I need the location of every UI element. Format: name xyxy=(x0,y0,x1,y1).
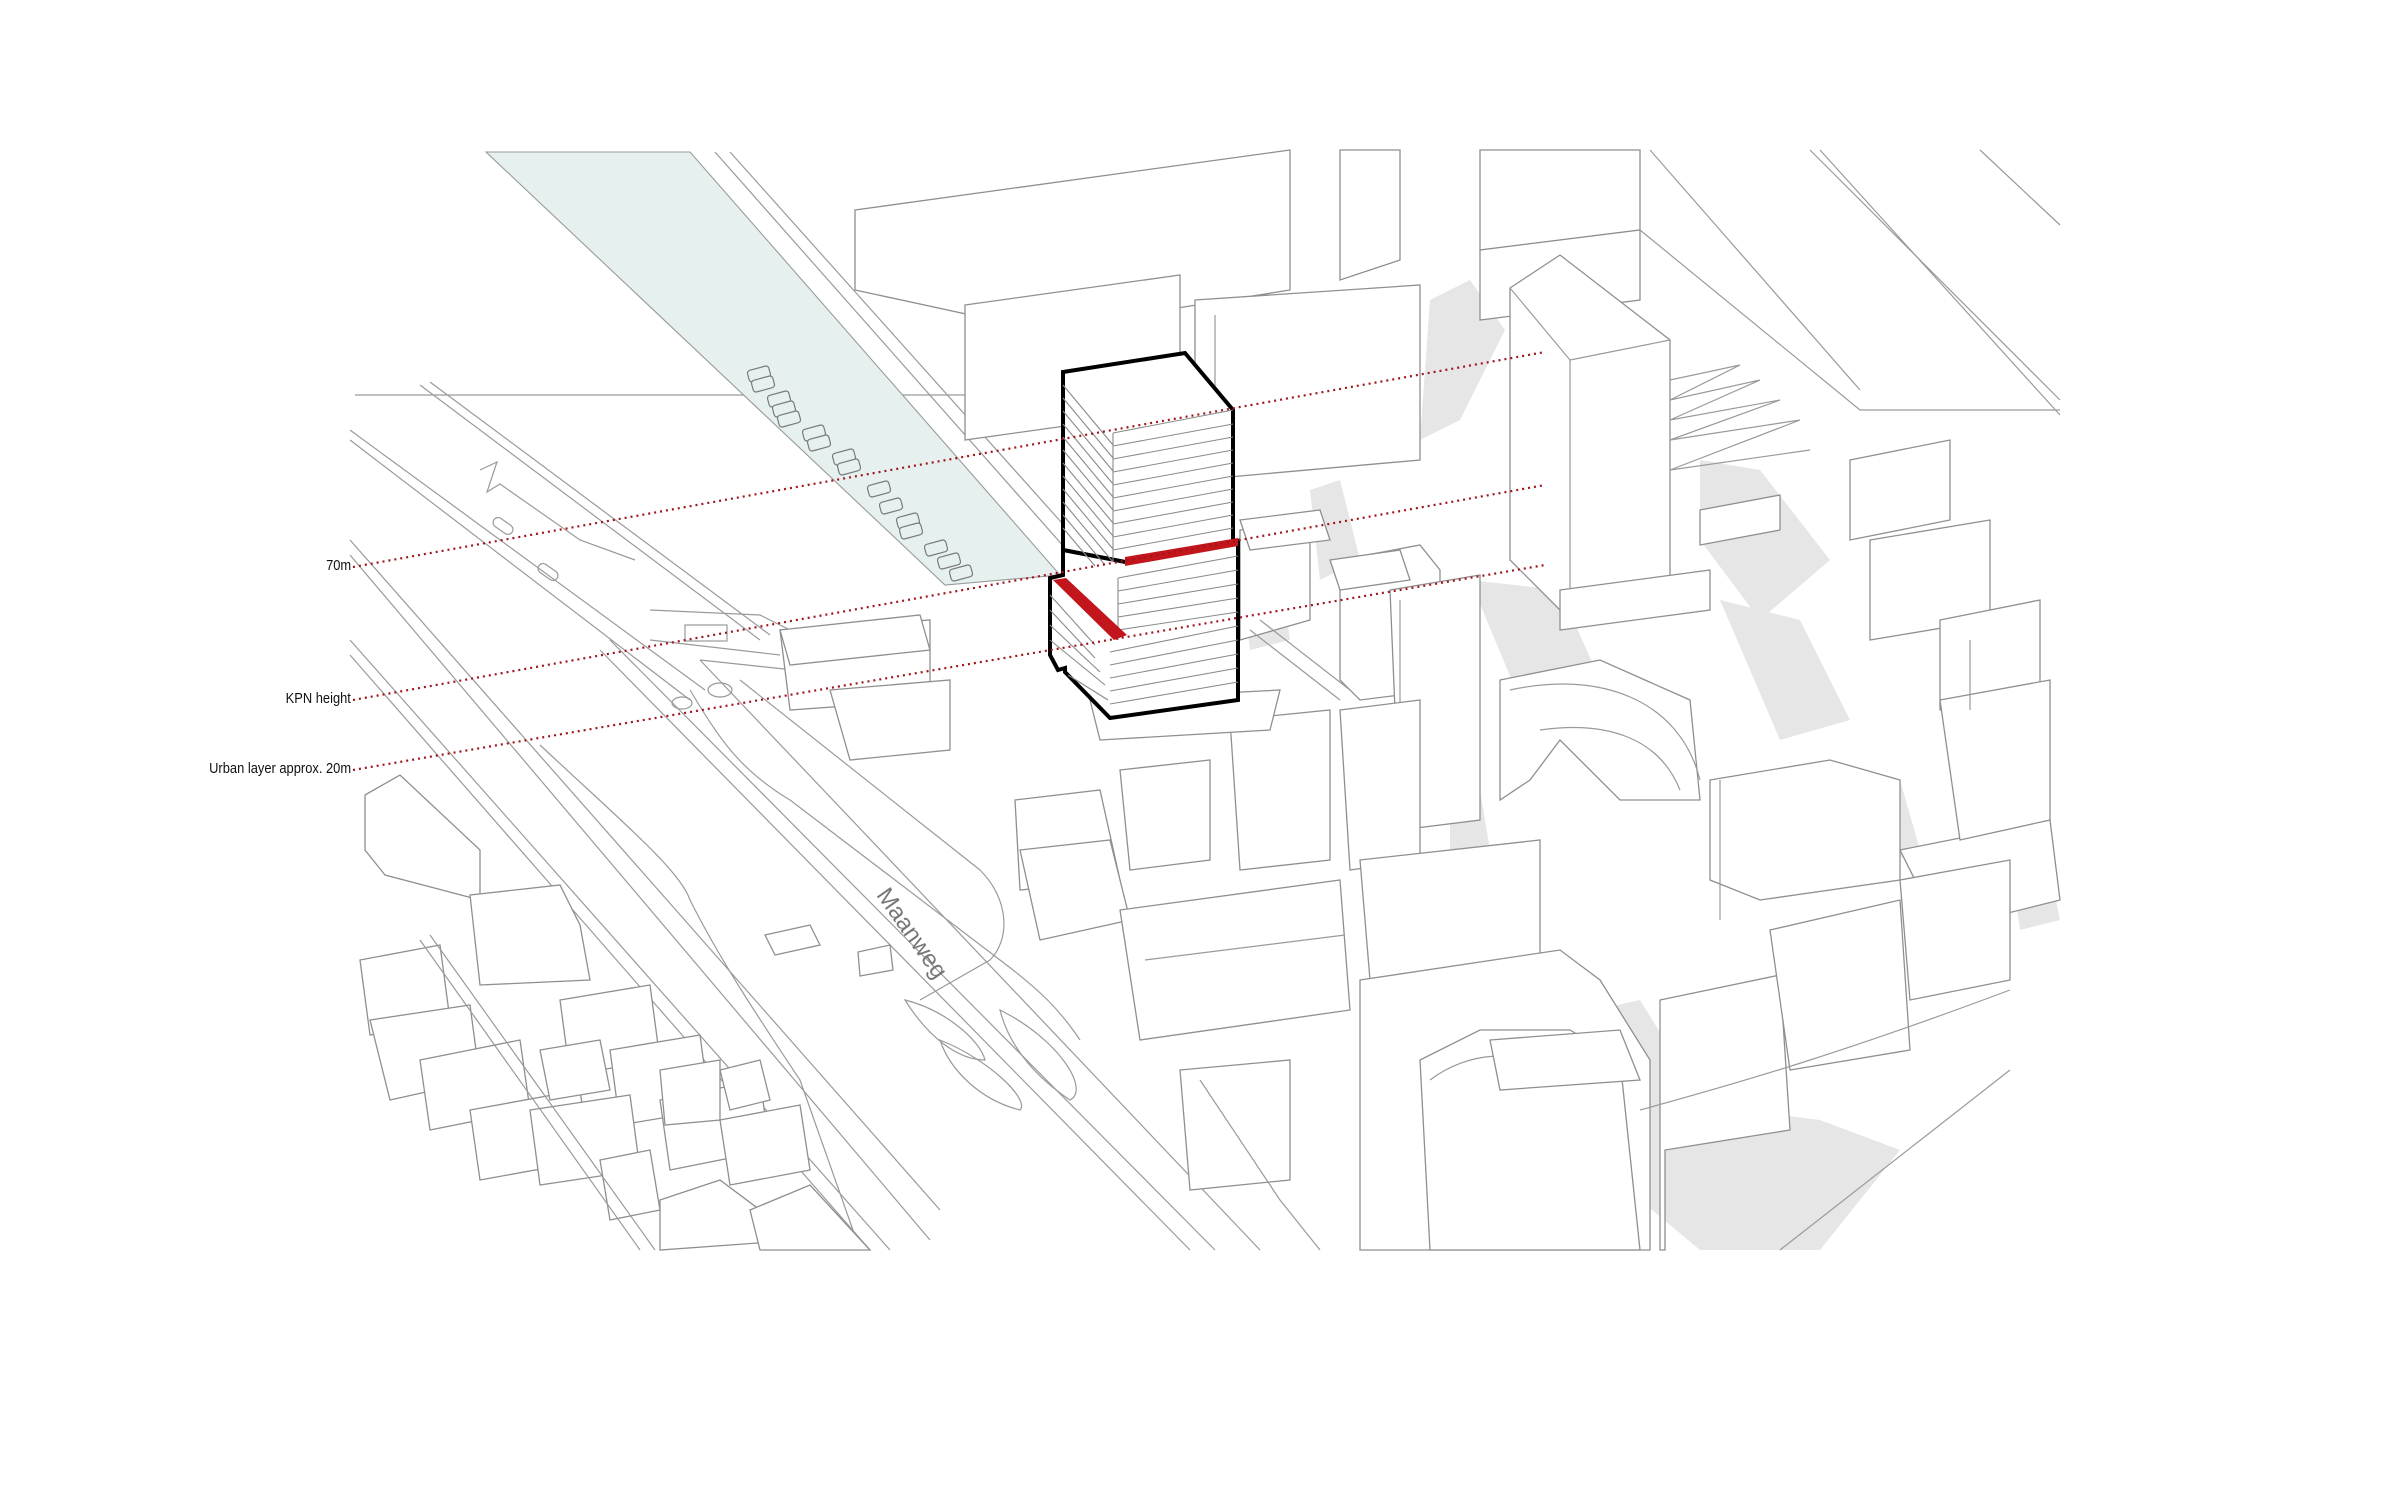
line-kpn-height xyxy=(352,483,1546,702)
height-reference-lines xyxy=(352,350,1546,772)
setback-band-lower xyxy=(1053,578,1127,640)
road-network xyxy=(349,381,1310,1251)
boats xyxy=(746,365,974,582)
context-buildings-south xyxy=(779,619,2011,1251)
residential-blocks xyxy=(359,774,872,1251)
floor-lines xyxy=(1049,384,1239,705)
line-70m xyxy=(352,350,1546,569)
tall-context-tower xyxy=(1509,254,1811,621)
proposed-tower xyxy=(1048,350,1240,721)
label-70m: 70m xyxy=(325,557,351,574)
canal-band xyxy=(484,151,1096,586)
label-urban-layer: Urban layer approx. 20m xyxy=(209,760,351,777)
context-buildings-north xyxy=(854,149,2061,481)
label-kpn-height: KPN height xyxy=(285,690,351,707)
